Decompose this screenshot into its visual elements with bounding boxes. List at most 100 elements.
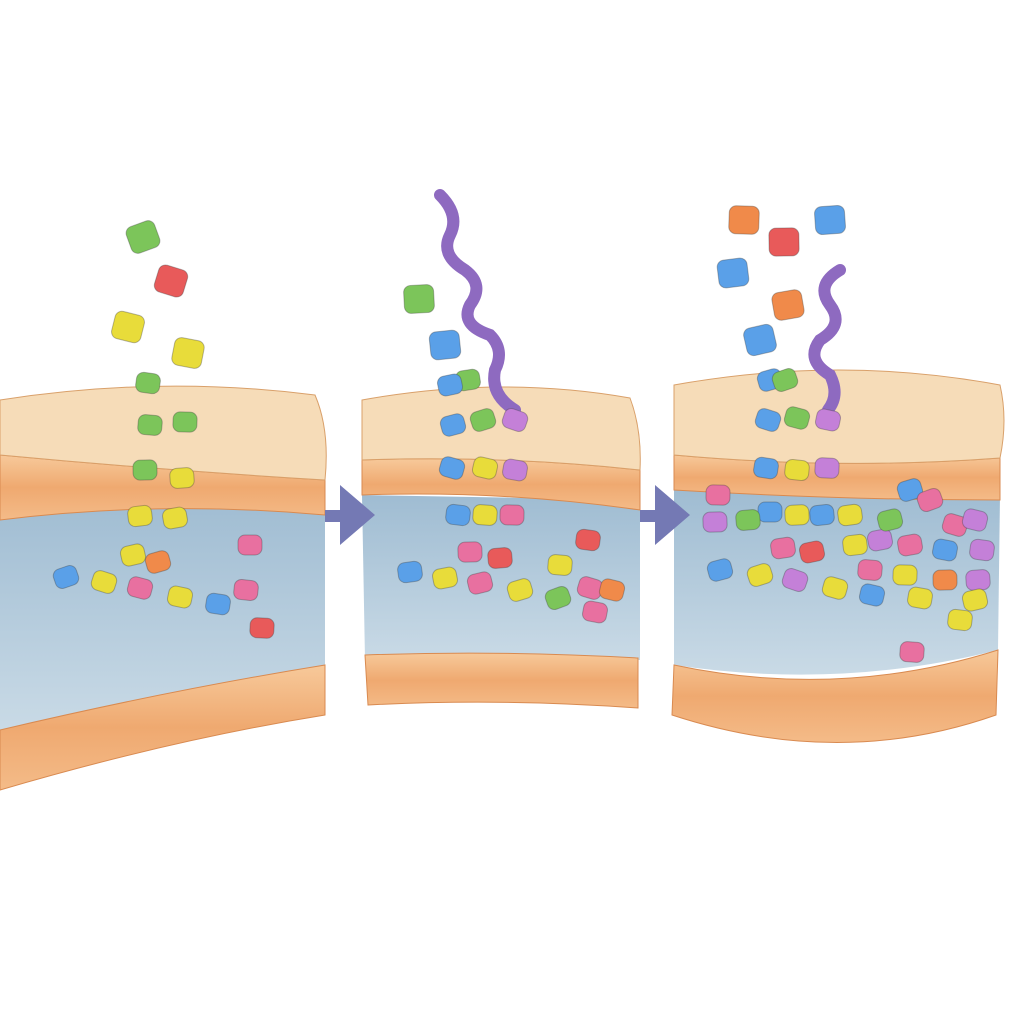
molecule-bead <box>144 550 172 574</box>
molecule-bead <box>814 408 842 432</box>
molecule-bead <box>728 205 760 235</box>
molecule-bead <box>743 323 777 357</box>
molecule-bead <box>837 503 863 527</box>
molecule-bead <box>867 528 893 552</box>
molecule-bead <box>466 571 494 595</box>
molecule-bead <box>403 284 435 314</box>
molecule-bead <box>547 554 573 576</box>
molecule-bead <box>857 559 883 581</box>
molecule-bead <box>169 467 195 489</box>
molecule-bead <box>784 504 810 526</box>
molecule-bead <box>162 506 188 530</box>
bottom-membrane <box>671 649 999 743</box>
molecule-bead <box>171 337 205 369</box>
molecule-bead <box>706 558 734 582</box>
molecule-bead <box>858 583 886 607</box>
top-membrane-surface <box>361 386 641 471</box>
molecule-bead <box>896 478 924 502</box>
molecule-bead <box>397 560 423 584</box>
molecule-bead <box>947 608 973 632</box>
molecule-bead <box>897 533 923 557</box>
molecule-bead <box>809 503 835 527</box>
molecule-bead <box>582 600 608 624</box>
molecule-bead <box>445 503 471 527</box>
molecule-bead <box>771 289 805 321</box>
molecule-bead <box>439 413 467 437</box>
panel-stage-2 <box>361 386 641 709</box>
arrow-icon <box>325 485 375 545</box>
molecule-bead <box>544 585 572 611</box>
molecule-bead <box>471 456 499 480</box>
molecule-bead <box>432 566 458 590</box>
molecule-bead <box>705 484 731 506</box>
molecule-bead <box>438 456 466 480</box>
molecule-bead <box>111 310 145 344</box>
molecule-bead <box>126 576 154 600</box>
molecule-bead <box>153 264 189 298</box>
molecule-bead <box>716 257 750 289</box>
molecule-bead <box>127 504 153 528</box>
molecule-bead <box>135 371 161 395</box>
molecule-bead <box>932 538 958 562</box>
molecule-bead <box>501 408 529 432</box>
molecule-bead <box>598 578 626 602</box>
molecule-bead <box>172 411 198 433</box>
bottom-membrane <box>364 652 639 709</box>
molecule-bead <box>754 408 782 432</box>
interior-region <box>362 495 640 660</box>
molecule-bead <box>90 570 118 594</box>
polymer-chain <box>434 189 521 416</box>
molecule-bead <box>969 538 995 562</box>
molecule-bead <box>941 513 969 537</box>
molecule-bead <box>784 458 810 482</box>
molecule-bead <box>892 564 918 586</box>
molecule-bead <box>781 568 809 592</box>
molecule-bead <box>735 509 761 531</box>
molecule-bead <box>119 543 147 567</box>
molecule-bead <box>233 578 259 602</box>
molecule-bead <box>961 508 989 532</box>
molecule-bead <box>876 508 904 532</box>
molecule-bead <box>821 576 849 600</box>
molecule-bead <box>487 547 513 569</box>
molecule-bead <box>502 458 528 482</box>
molecule-bead <box>783 406 811 430</box>
molecule-bead <box>132 459 158 481</box>
molecule-bead <box>965 569 991 591</box>
molecule-bead <box>166 585 194 609</box>
molecule-bead <box>125 220 161 254</box>
molecule-bead <box>757 501 783 523</box>
bottom-membrane <box>0 664 326 791</box>
molecule-bead <box>907 586 933 610</box>
molecule-bead <box>814 204 846 236</box>
molecule-bead <box>842 533 868 557</box>
molecule-bead <box>753 456 779 480</box>
molecule-bead <box>436 373 464 397</box>
molecule-bead <box>770 536 796 560</box>
molecule-bead <box>205 592 231 616</box>
panel-stage-1 <box>0 385 327 791</box>
molecule-bead <box>746 563 774 587</box>
molecule-bead <box>702 511 728 533</box>
molecule-bead <box>899 641 925 663</box>
molecule-bead <box>961 588 989 612</box>
polymer-chain <box>808 264 846 416</box>
molecule-bead <box>469 408 497 432</box>
molecule-bead <box>771 368 799 392</box>
molecule-bead <box>472 504 498 526</box>
molecule-bead <box>249 617 275 639</box>
molecule-bead <box>457 541 483 563</box>
molecule-bead <box>575 528 601 552</box>
molecule-bead <box>237 534 263 556</box>
molecule-bead <box>768 227 800 257</box>
molecule-bead <box>506 578 534 602</box>
molecule-bead <box>798 540 826 564</box>
molecule-bead <box>428 329 462 361</box>
molecule-bead <box>137 414 163 436</box>
molecule-bead <box>499 504 525 526</box>
molecule-bead <box>932 569 958 591</box>
molecule-bead <box>52 565 80 589</box>
molecule-bead <box>814 457 840 479</box>
